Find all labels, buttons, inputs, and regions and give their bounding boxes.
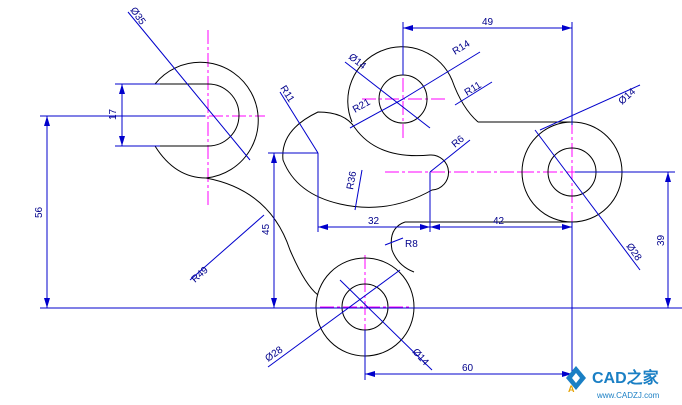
dimension-lines xyxy=(40,11,682,380)
arrow-56-top xyxy=(44,116,50,126)
arrow-32-left xyxy=(318,224,328,230)
top-lug-arc xyxy=(347,46,479,123)
dim-39-label: 39 xyxy=(656,234,667,246)
centerlines xyxy=(140,30,630,360)
arrow-45-bot xyxy=(271,298,277,308)
part-outline xyxy=(154,46,623,357)
arrow-17-top xyxy=(119,84,125,94)
arrow-49-left xyxy=(403,25,413,31)
dim-49-label: 49 xyxy=(482,17,494,28)
watermark: A CAD之家 www.CADZJ.com xyxy=(566,366,660,400)
leader-r11-right xyxy=(454,81,493,106)
left-boss-lower xyxy=(154,145,207,179)
dim-45-label: 45 xyxy=(261,223,272,235)
leader-r6 xyxy=(429,139,471,173)
arrow-42-left xyxy=(430,224,440,230)
leader-d35 xyxy=(127,11,251,161)
leader-d14-right xyxy=(539,84,641,131)
dim-d14-top-label: Ø14 xyxy=(346,52,368,73)
arrowheads xyxy=(44,25,671,377)
dim-42-label: 42 xyxy=(493,216,505,227)
arrow-60-right xyxy=(562,371,572,377)
left-slot xyxy=(155,83,240,147)
dim-r14-label: R14 xyxy=(451,38,473,57)
dim-r21-label: R21 xyxy=(351,97,373,116)
leader-d28-bottom xyxy=(267,269,401,368)
dim-r49-label: R49 xyxy=(190,264,211,285)
arrow-17-bot xyxy=(119,136,125,146)
leader-d14-top xyxy=(344,61,431,129)
leader-r49 xyxy=(189,214,265,281)
leader-d14-bottom xyxy=(339,279,433,371)
leader-r36 xyxy=(354,169,363,211)
dim-r6-label: R6 xyxy=(450,133,467,150)
r49-arc xyxy=(205,177,319,296)
watermark-url: www.CADZJ.com xyxy=(596,391,660,400)
dim-d14-right-label: Ø14 xyxy=(617,86,639,107)
watermark-brand: CAD之家 xyxy=(592,368,660,387)
left-boss-arc xyxy=(154,61,259,179)
arrow-32-right xyxy=(420,224,430,230)
arrow-42-right xyxy=(562,224,572,230)
arrow-56-bot xyxy=(44,298,50,308)
leader-r21 xyxy=(349,98,404,129)
dim-r11-left-label: R11 xyxy=(277,84,296,105)
arrow-49-right xyxy=(562,25,572,31)
svg-text:A: A xyxy=(568,384,575,394)
leader-r8 xyxy=(384,237,404,246)
arrow-60-left xyxy=(365,371,375,377)
arrow-45-top xyxy=(271,153,277,163)
leader-d28-right xyxy=(534,129,641,271)
dim-17-label: 17 xyxy=(108,108,119,120)
dim-32-label: 32 xyxy=(368,216,380,227)
kidney-slot xyxy=(282,111,449,208)
dim-r36-label: R36 xyxy=(345,170,359,190)
cadzj-logo-icon: A xyxy=(566,366,586,394)
dim-56-label: 56 xyxy=(34,206,45,218)
dim-d28-bottom-label: Ø28 xyxy=(263,344,285,364)
leader-r11-left xyxy=(279,91,319,154)
leader-r14 xyxy=(402,51,481,100)
arrow-39-bot xyxy=(665,298,671,308)
dim-d35-label: Ø35 xyxy=(128,5,148,27)
dim-r8-label: R8 xyxy=(405,239,418,250)
dim-60-label: 60 xyxy=(462,363,474,374)
dim-r11-right-label: R11 xyxy=(463,80,484,99)
arrow-39-top xyxy=(665,172,671,182)
